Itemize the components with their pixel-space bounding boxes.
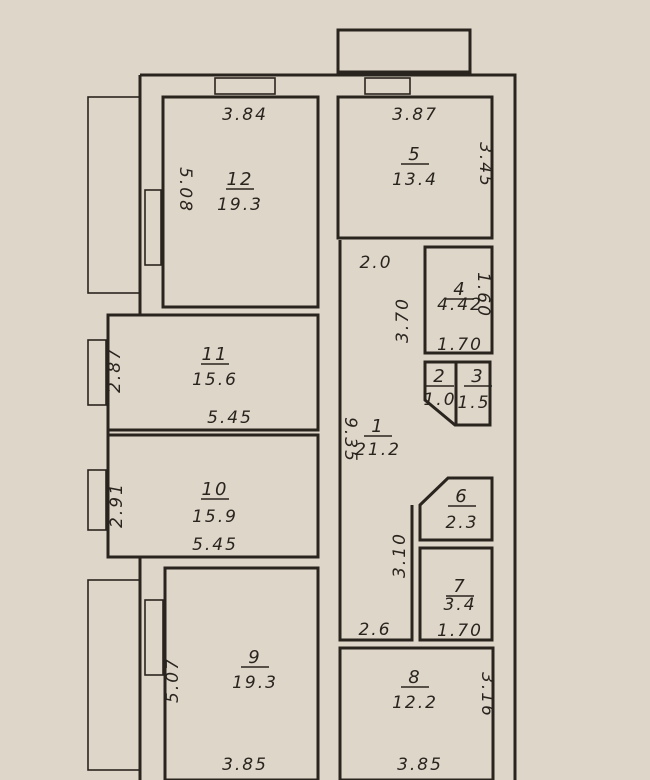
window bbox=[144, 189, 162, 266]
dimension: 1.60 bbox=[473, 272, 493, 318]
outer-wall-left bbox=[106, 75, 142, 780]
dimension: 2.91 bbox=[107, 482, 127, 528]
room-number: 10 bbox=[202, 479, 229, 500]
room-10 bbox=[106, 433, 320, 559]
balcony-top bbox=[87, 96, 141, 294]
dimension: 3.85 bbox=[397, 755, 443, 775]
room-number: 4 bbox=[453, 279, 466, 300]
dimension: 9.35 bbox=[340, 417, 360, 463]
dimension: 3.45 bbox=[475, 142, 495, 188]
room-5 bbox=[336, 95, 494, 240]
room-area: 13.4 bbox=[392, 170, 438, 190]
room-area: 1.0 bbox=[423, 390, 456, 410]
room-area: 2.3 bbox=[445, 513, 478, 533]
room-area: 12.2 bbox=[392, 693, 438, 713]
window bbox=[364, 77, 411, 95]
room-11 bbox=[106, 313, 320, 432]
room-number: 11 bbox=[202, 344, 229, 365]
dimension: 3.10 bbox=[390, 532, 410, 578]
labels: 12 19.3 5 13.4 44.42 2 1.0 3 1.5 11 15.6 1 21.2 10 15.… bbox=[105, 105, 497, 775]
room-number: 8 bbox=[408, 667, 421, 688]
dimension: 5.08 bbox=[175, 167, 195, 213]
outer-wall-top-right bbox=[140, 73, 517, 780]
room-area: 15.6 bbox=[192, 370, 238, 390]
dimension: 3.70 bbox=[393, 297, 413, 343]
room-8 bbox=[338, 646, 495, 780]
balcony-bottom bbox=[87, 579, 141, 771]
dimension: 1.70 bbox=[437, 335, 483, 355]
dimension: 1.70 bbox=[437, 621, 483, 641]
window bbox=[144, 599, 164, 676]
window bbox=[87, 469, 107, 531]
room-number: 2 bbox=[433, 366, 446, 387]
room-number: 7 bbox=[453, 576, 466, 597]
room-4 bbox=[423, 245, 494, 355]
dimension: 5.45 bbox=[192, 535, 238, 555]
room-number: 12 bbox=[227, 169, 254, 190]
room-7 bbox=[418, 546, 494, 642]
window bbox=[214, 77, 276, 95]
room-area: 4.42 bbox=[437, 295, 483, 315]
room-6 bbox=[418, 476, 494, 542]
room-number: 9 bbox=[248, 647, 261, 668]
room-number: 6 bbox=[455, 486, 468, 507]
dimension: 3.16 bbox=[477, 672, 497, 718]
room-area: 15.9 bbox=[192, 507, 238, 527]
dimension: 2.87 bbox=[105, 347, 125, 393]
room-area: 19.3 bbox=[232, 673, 278, 693]
corridor-1 bbox=[338, 240, 414, 642]
room-number: 1 bbox=[371, 416, 384, 437]
top-annex bbox=[336, 28, 472, 74]
dimension: 5.07 bbox=[163, 657, 183, 703]
room-9 bbox=[163, 566, 320, 780]
windows bbox=[87, 77, 411, 676]
dimension: 2.6 bbox=[358, 620, 391, 640]
room-area: 21.2 bbox=[355, 440, 401, 460]
room-area: 1.5 bbox=[457, 393, 490, 413]
dimension: 5.45 bbox=[207, 408, 253, 428]
room-12 bbox=[161, 95, 320, 309]
dimension: 2.0 bbox=[359, 253, 392, 273]
dimension: 3.84 bbox=[222, 105, 268, 125]
walls bbox=[87, 28, 517, 780]
window bbox=[87, 339, 107, 406]
room-number: 3 bbox=[471, 366, 484, 387]
room-area: 3.4 bbox=[443, 595, 476, 615]
room-area: 19.3 bbox=[217, 195, 263, 215]
dimension: 3.85 bbox=[222, 755, 268, 775]
dimension: 3.87 bbox=[392, 105, 438, 125]
rooms-2-3 bbox=[423, 360, 492, 427]
room-number: 5 bbox=[408, 144, 421, 165]
